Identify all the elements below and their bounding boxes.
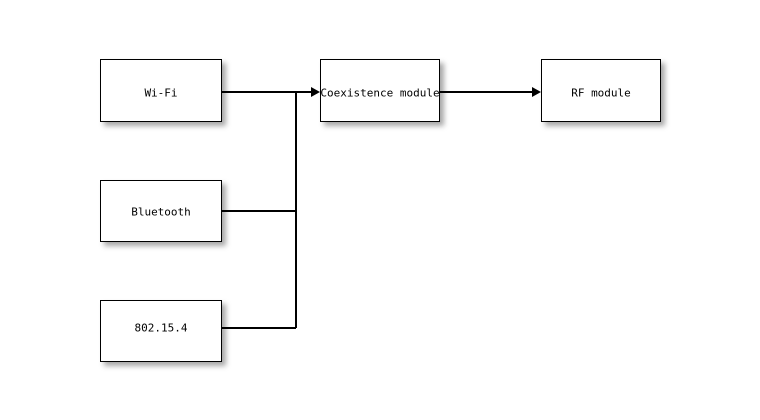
connector-vertical-bus: [295, 91, 297, 328]
block-rf-module-label: RF module: [571, 86, 631, 100]
connector-wifi-to-coexistence: [222, 91, 318, 93]
block-coexistence-module-label: Coexistence module: [320, 86, 440, 100]
block-bluetooth[interactable]: Bluetooth: [100, 180, 222, 242]
arrowhead-into-coexistence-icon: [311, 87, 320, 97]
block-wifi-label: Wi-Fi: [144, 86, 178, 100]
block-bluetooth-label: Bluetooth: [131, 205, 191, 219]
block-rf-module[interactable]: RF module: [541, 59, 661, 122]
block-wifi[interactable]: Wi-Fi: [100, 59, 222, 122]
block-coexistence-module[interactable]: Coexistence module: [320, 59, 440, 122]
connector-bluetooth-to-bus: [222, 210, 296, 212]
arrowhead-into-rf-icon: [532, 87, 541, 97]
block-802-15-4-label: 802.15.4: [134, 321, 188, 335]
connector-coexistence-to-rf: [440, 91, 539, 93]
connector-802-15-4-to-bus: [222, 327, 296, 329]
block-802-15-4[interactable]: 802.15.4: [100, 300, 222, 362]
